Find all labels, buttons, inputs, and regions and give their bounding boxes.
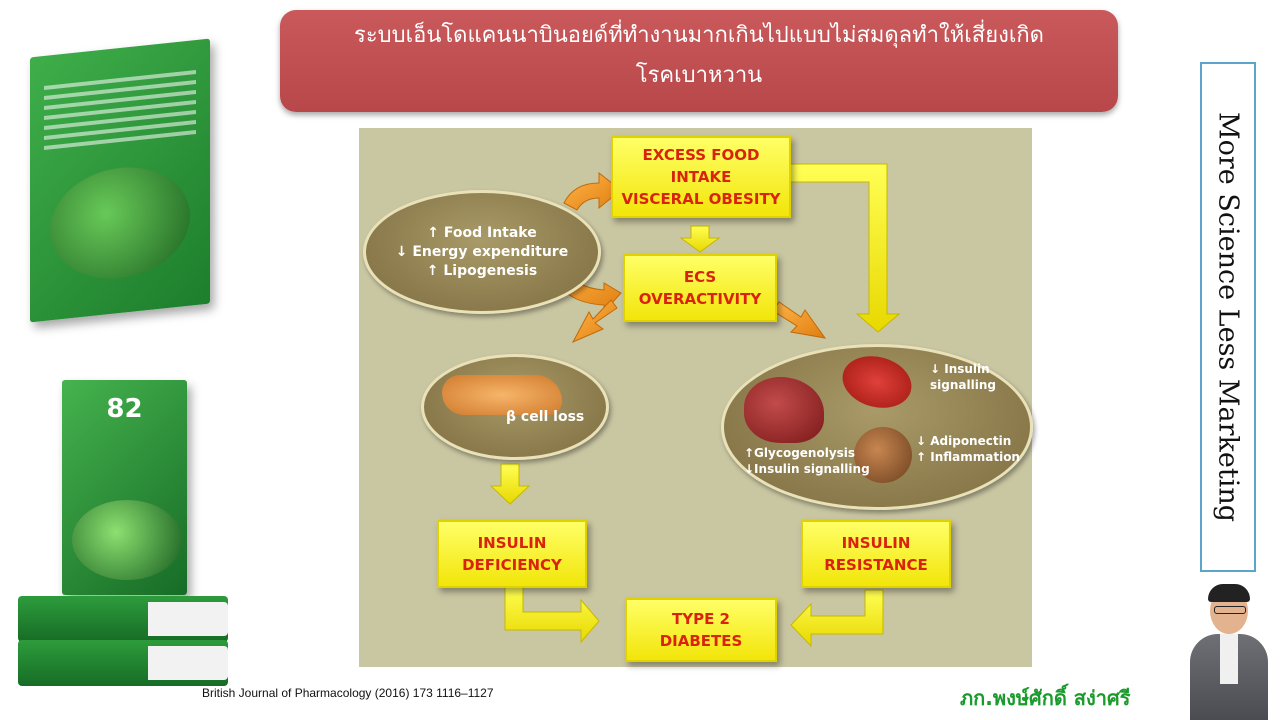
- box-text: INSULIN: [841, 534, 911, 552]
- insulin-signalling-label: ↓ Insulin signalling: [930, 361, 996, 393]
- book-cover-image: [30, 38, 210, 323]
- pancreas-image: [442, 375, 562, 415]
- beta-cell-loss-label: β cell loss: [506, 409, 585, 425]
- box-text: INTAKE: [670, 168, 732, 186]
- adipose-tissue-image: [854, 427, 912, 483]
- box-text: INSULIN: [477, 534, 547, 552]
- book-stack-image: [18, 596, 228, 642]
- box-text: VISCERAL OBESITY: [621, 190, 781, 208]
- peripheral-organs-oval: ↓ Insulin signalling ↑Glycogenolysis ↓In…: [721, 344, 1033, 510]
- oval-text: ↑ Food Intake: [427, 224, 537, 241]
- ecs-overactivity-box: ECS OVERACTIVITY: [623, 254, 777, 322]
- arrow-deficiency-to-diabetes: [504, 585, 600, 644]
- insulin-resistance-box: INSULIN RESISTANCE: [801, 520, 951, 588]
- box-text: ECS: [683, 268, 717, 286]
- arrow-resistance-to-diabetes: [790, 589, 884, 648]
- diagram-arrows: [489, 163, 901, 648]
- title-line-1: ระบบเอ็นโดแคนนาบินอยด์ที่ทำงานมากเกินไปแ…: [354, 23, 1044, 48]
- label-line: ↑Glycogenolysis: [744, 446, 856, 460]
- type-2-diabetes-box: TYPE 2 DIABETES: [625, 598, 777, 662]
- presenter-photo: [1188, 584, 1270, 720]
- label-line: signalling: [930, 378, 996, 392]
- liver-image: [744, 377, 824, 443]
- box-text: DEFICIENCY: [462, 556, 562, 574]
- label-line: ↑ Inflammation: [916, 450, 1020, 464]
- insulin-deficiency-box: INSULIN DEFICIENCY: [437, 520, 587, 588]
- label-line: ↓Insulin signalling: [744, 462, 870, 476]
- beta-cell-oval: β cell loss: [421, 354, 609, 460]
- side-tagline: More Science Less Marketing: [1212, 111, 1244, 523]
- oval-text: ↓ Energy expenditure: [395, 243, 569, 260]
- liver-effects-label: ↑Glycogenolysis ↓Insulin signalling: [744, 445, 870, 477]
- cannabis-leaf-image: [50, 160, 190, 286]
- book-number: 82: [106, 394, 143, 424]
- label-line: ↓ Adiponectin: [916, 434, 1012, 448]
- oval-text: ↑ Lipogenesis: [426, 262, 538, 279]
- arrow-excess-to-resistance-path: [788, 163, 901, 333]
- excess-food-intake-box: EXCESS FOOD INTAKE VISCERAL OBESITY: [611, 136, 791, 218]
- book-stack-image: [18, 640, 228, 686]
- book-82-cover-image: 82: [62, 380, 187, 595]
- citation: British Journal of Pharmacology (2016) 1…: [202, 686, 494, 700]
- title-banner: ระบบเอ็นโดแคนนาบินอยด์ที่ทำงานมากเกินไปแ…: [280, 10, 1118, 112]
- arrow-excess-to-ecs: [679, 225, 721, 253]
- cannabis-leaf-image: [72, 500, 182, 580]
- diagram-panel: EXCESS FOOD INTAKE VISCERAL OBESITY ECS …: [359, 128, 1033, 667]
- box-text: TYPE 2: [672, 610, 730, 628]
- title-line-2: โรคเบาหวาน: [635, 63, 763, 88]
- adipose-effects-label: ↓ Adiponectin ↑ Inflammation: [916, 433, 1020, 465]
- label-line: ↓ Insulin: [930, 362, 990, 376]
- curved-arrow-to-excess: [563, 171, 622, 211]
- box-text: OVERACTIVITY: [638, 290, 762, 308]
- box-text: DIABETES: [659, 632, 743, 650]
- arrow-ecs-to-organs: [772, 301, 827, 339]
- appetite-effects-oval: ↑ Food Intake ↓ Energy expenditure ↑ Lip…: [363, 190, 601, 314]
- box-text: RESISTANCE: [824, 556, 928, 574]
- box-text: EXCESS FOOD: [642, 146, 760, 164]
- side-tagline-box: More Science Less Marketing: [1200, 62, 1256, 572]
- book-text-lines: [44, 64, 196, 156]
- arrow-beta-to-deficiency: [489, 463, 531, 505]
- author-name: ภก.พงษ์ศักดิ์ สง่าศรี: [960, 686, 1131, 710]
- muscle-image: [836, 348, 918, 416]
- arrow-ecs-to-beta: [571, 299, 618, 344]
